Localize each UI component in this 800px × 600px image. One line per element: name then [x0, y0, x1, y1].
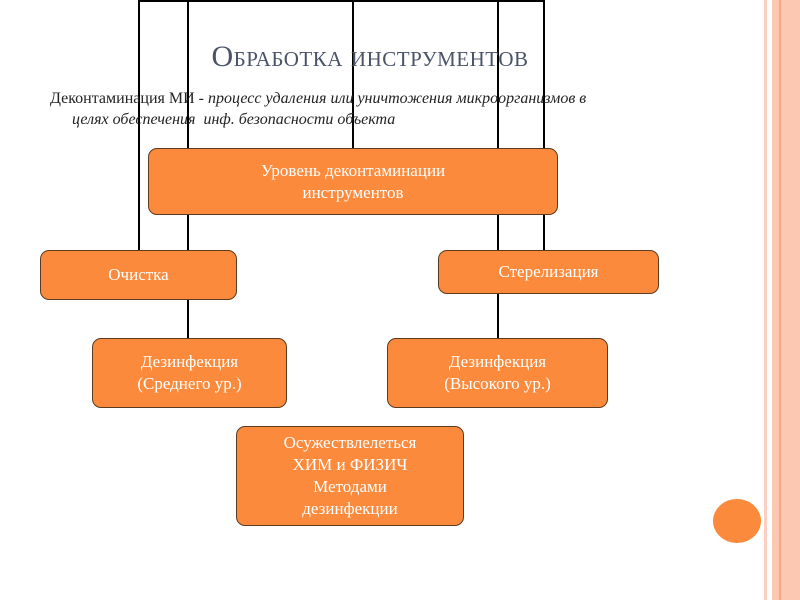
methods-box: Осужествлелеться ХИМ и ФИЗИЧ Методами де… — [236, 426, 464, 526]
definition-line2: целях обеспечения инф. безопасности объе… — [72, 111, 396, 128]
methods-line1: Осужествлелеться — [283, 433, 417, 452]
definition-text: Деконтаминация МИ - процесс удаления или… — [50, 88, 700, 130]
definition-line1: процесс удаления или уничтожения микроор… — [207, 90, 587, 107]
disinfection-high-box: Дезинфекция (Высокого ур.) — [387, 338, 608, 408]
methods-line2: ХИМ и ФИЗИЧ — [292, 455, 408, 474]
definition-separator: - — [194, 90, 208, 107]
cleaning-box: Очистка — [40, 250, 237, 300]
border-stripe-dark — [779, 0, 781, 600]
connector-line — [138, 0, 140, 251]
border-stripe-thin — [764, 0, 767, 600]
disinfection-medium-line2: (Среднего ур.) — [137, 374, 242, 393]
border-stripe-wide — [772, 0, 800, 600]
connector-line — [138, 0, 545, 2]
methods-line4: дезинфекции — [302, 499, 398, 518]
connector-line — [543, 0, 545, 251]
methods-line3: Методами — [313, 477, 387, 496]
disinfection-medium-line1: Дезинфекция — [140, 352, 239, 371]
connector-line — [352, 0, 354, 150]
root-line1: Уровень деконтаминации — [260, 160, 446, 180]
slide-title: Обработка инструментов — [211, 40, 529, 73]
cleaning-label: Очистка — [108, 265, 169, 284]
sterilization-box: Стерелизация — [438, 250, 659, 294]
disinfection-high-line2: (Высокого ур.) — [444, 374, 551, 393]
definition-term: Деконтаминация МИ — [50, 90, 195, 107]
sterilization-label: Стерелизация — [498, 262, 599, 281]
disinfection-medium-box: Дезинфекция (Среднего ур.) — [92, 338, 287, 408]
root-line2: инструментов — [302, 182, 404, 202]
disinfection-high-line1: Дезинфекция — [448, 352, 547, 371]
decorative-orange-dot — [713, 499, 761, 543]
